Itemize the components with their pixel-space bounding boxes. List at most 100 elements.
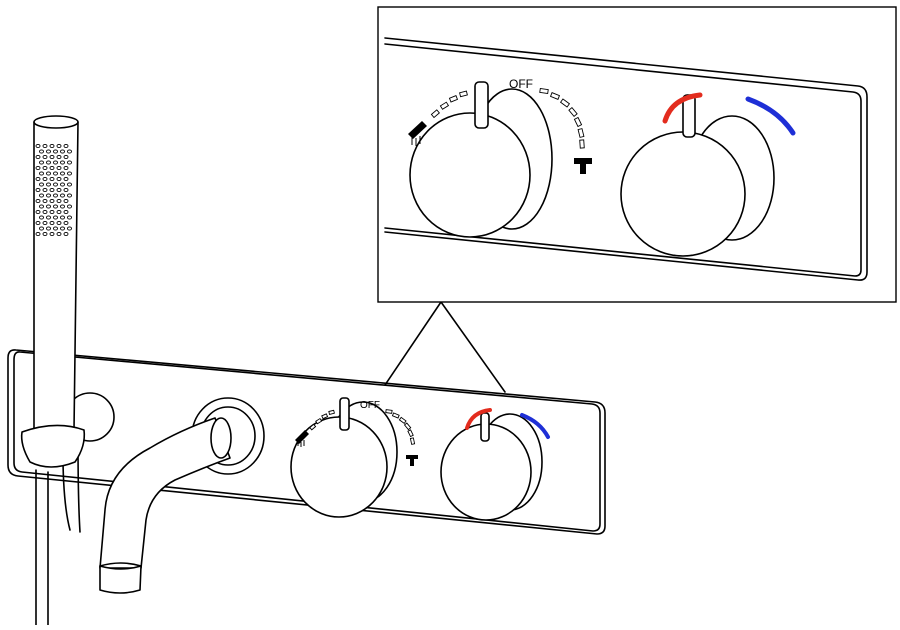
nozzle — [60, 171, 65, 176]
nozzle — [56, 209, 62, 215]
nozzle — [56, 198, 62, 204]
nozzle — [60, 182, 65, 187]
nozzle — [39, 149, 44, 154]
nozzle — [49, 143, 55, 149]
nozzle — [42, 187, 48, 193]
nozzle — [49, 231, 55, 237]
nozzle — [42, 154, 48, 160]
nozzle — [56, 143, 62, 149]
spout — [99, 397, 265, 594]
nozzle — [53, 149, 58, 154]
thermostat-knob-zoom[interactable] — [620, 92, 796, 257]
nozzle — [35, 220, 41, 226]
nozzle — [42, 220, 48, 226]
hot-indicator — [465, 408, 492, 430]
nozzle — [53, 171, 58, 176]
nozzle — [56, 165, 62, 171]
nozzle — [35, 198, 41, 204]
nozzle — [63, 165, 69, 171]
nozzle — [56, 220, 62, 226]
handshower-icon-zoom — [408, 121, 427, 146]
nozzle — [39, 182, 44, 187]
nozzle — [35, 176, 41, 182]
nozzle — [67, 204, 72, 209]
cold-indicator — [520, 413, 550, 439]
nozzle — [63, 143, 69, 149]
diverter-dial-scale-zoom — [430, 87, 585, 149]
nozzle — [49, 154, 55, 160]
nozzle — [60, 193, 65, 198]
nozzle — [63, 154, 69, 160]
nozzle — [35, 154, 41, 160]
nozzle — [42, 209, 48, 215]
diverter-knob[interactable]: OFF — [290, 397, 418, 518]
spout-icon-zoom — [574, 158, 592, 174]
nozzle — [39, 226, 44, 231]
nozzle — [42, 143, 48, 149]
nozzle — [39, 204, 44, 209]
nozzle — [46, 226, 51, 231]
diverter-dial-scale — [309, 409, 416, 445]
nozzle — [53, 193, 58, 198]
nozzle — [35, 209, 41, 215]
nozzle — [46, 215, 51, 220]
nozzle — [60, 149, 65, 154]
spout-icon — [406, 455, 418, 466]
nozzle — [46, 193, 51, 198]
nozzle — [53, 226, 58, 231]
nozzle — [53, 215, 58, 220]
nozzle — [60, 215, 65, 220]
off-label: OFF — [360, 400, 380, 411]
nozzle — [63, 176, 69, 182]
nozzle — [67, 193, 72, 198]
cold-indicator-zoom — [745, 96, 796, 136]
nozzle — [46, 160, 51, 165]
nozzle — [56, 154, 62, 160]
nozzle — [67, 215, 72, 220]
nozzle — [42, 198, 48, 204]
nozzle — [35, 187, 41, 193]
nozzle — [53, 182, 58, 187]
off-label-zoom: OFF — [509, 77, 533, 91]
nozzle — [63, 187, 69, 193]
nozzle — [60, 226, 65, 231]
nozzle — [67, 226, 72, 231]
nozzle — [53, 204, 58, 209]
thermostat-knob[interactable] — [440, 408, 550, 521]
shower-nozzles — [35, 143, 72, 237]
nozzle — [60, 204, 65, 209]
nozzle — [42, 231, 48, 237]
nozzle — [67, 171, 72, 176]
nozzle — [67, 182, 72, 187]
nozzle — [49, 165, 55, 171]
nozzle — [60, 160, 65, 165]
nozzle — [39, 160, 44, 165]
nozzle — [46, 204, 51, 209]
nozzle — [35, 231, 41, 237]
nozzle — [49, 176, 55, 182]
nozzle — [35, 165, 41, 171]
callout-pointer — [384, 301, 506, 393]
diverter-knob-zoom[interactable]: OFF — [408, 77, 592, 238]
nozzle — [56, 187, 62, 193]
nozzle — [63, 220, 69, 226]
nozzle — [39, 171, 44, 176]
nozzle — [42, 176, 48, 182]
nozzle — [39, 215, 44, 220]
nozzle — [39, 193, 44, 198]
hand-shower — [20, 115, 86, 626]
nozzle — [63, 231, 69, 237]
nozzle — [63, 198, 69, 204]
nozzle — [56, 176, 62, 182]
nozzle — [46, 149, 51, 154]
nozzle — [67, 149, 72, 154]
nozzle — [42, 165, 48, 171]
nozzle — [35, 143, 41, 149]
nozzle — [49, 209, 55, 215]
nozzle — [46, 182, 51, 187]
handshower-icon — [295, 430, 309, 447]
nozzle — [49, 220, 55, 226]
nozzle — [49, 187, 55, 193]
nozzle — [46, 171, 51, 176]
